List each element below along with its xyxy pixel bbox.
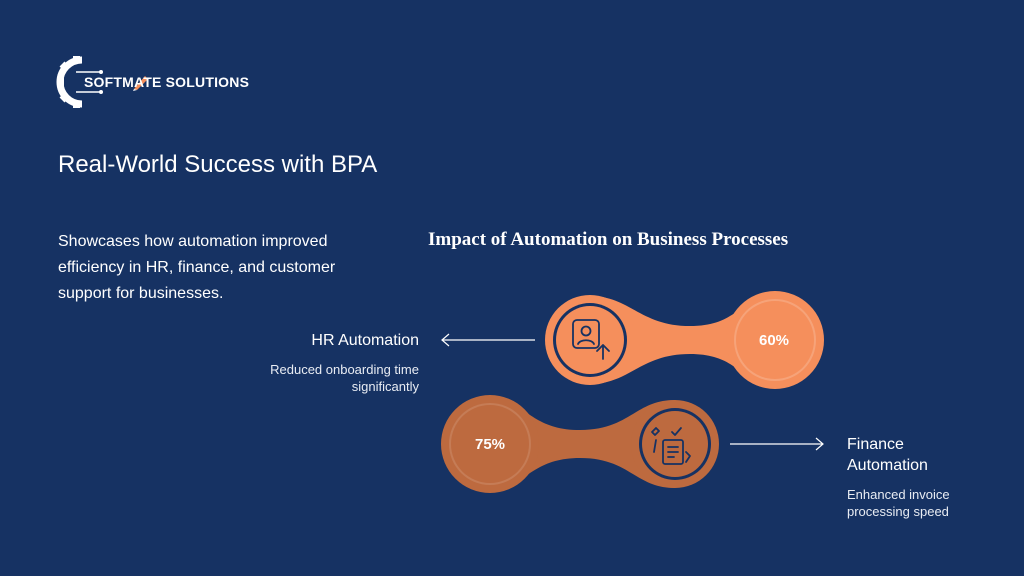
hr-automation-shape [545, 291, 824, 389]
gear-logo-icon [56, 56, 103, 108]
finance-heading: Finance Automation [847, 436, 928, 474]
slide-description: Showcases how automation improved effici… [58, 233, 336, 302]
finance-automation-shape [441, 395, 719, 493]
hr-percent: 60% [758, 332, 790, 349]
user-upload-icon [572, 319, 610, 360]
finance-arrow [730, 437, 824, 451]
hr-arrow [441, 333, 535, 347]
finance-description: Enhanced invoice processing speed [847, 487, 950, 519]
pencil-accent-icon [133, 76, 148, 91]
diagram-title: Impact of Automation on Business Process… [428, 229, 789, 250]
hr-connector [590, 292, 775, 388]
logo-text: SOFTMATE SOLUTIONS [84, 74, 250, 90]
finance-percent: 75% [474, 436, 506, 453]
finance-connector [490, 396, 675, 492]
hr-heading: HR Automation [311, 332, 419, 349]
invoice-checklist-icon [651, 427, 691, 465]
slide-title: Real-World Success with BPA [58, 151, 378, 178]
hr-description: Reduced onboarding time significantly [270, 362, 419, 394]
company-logo: SOFTMATE SOLUTIONS [56, 56, 296, 108]
